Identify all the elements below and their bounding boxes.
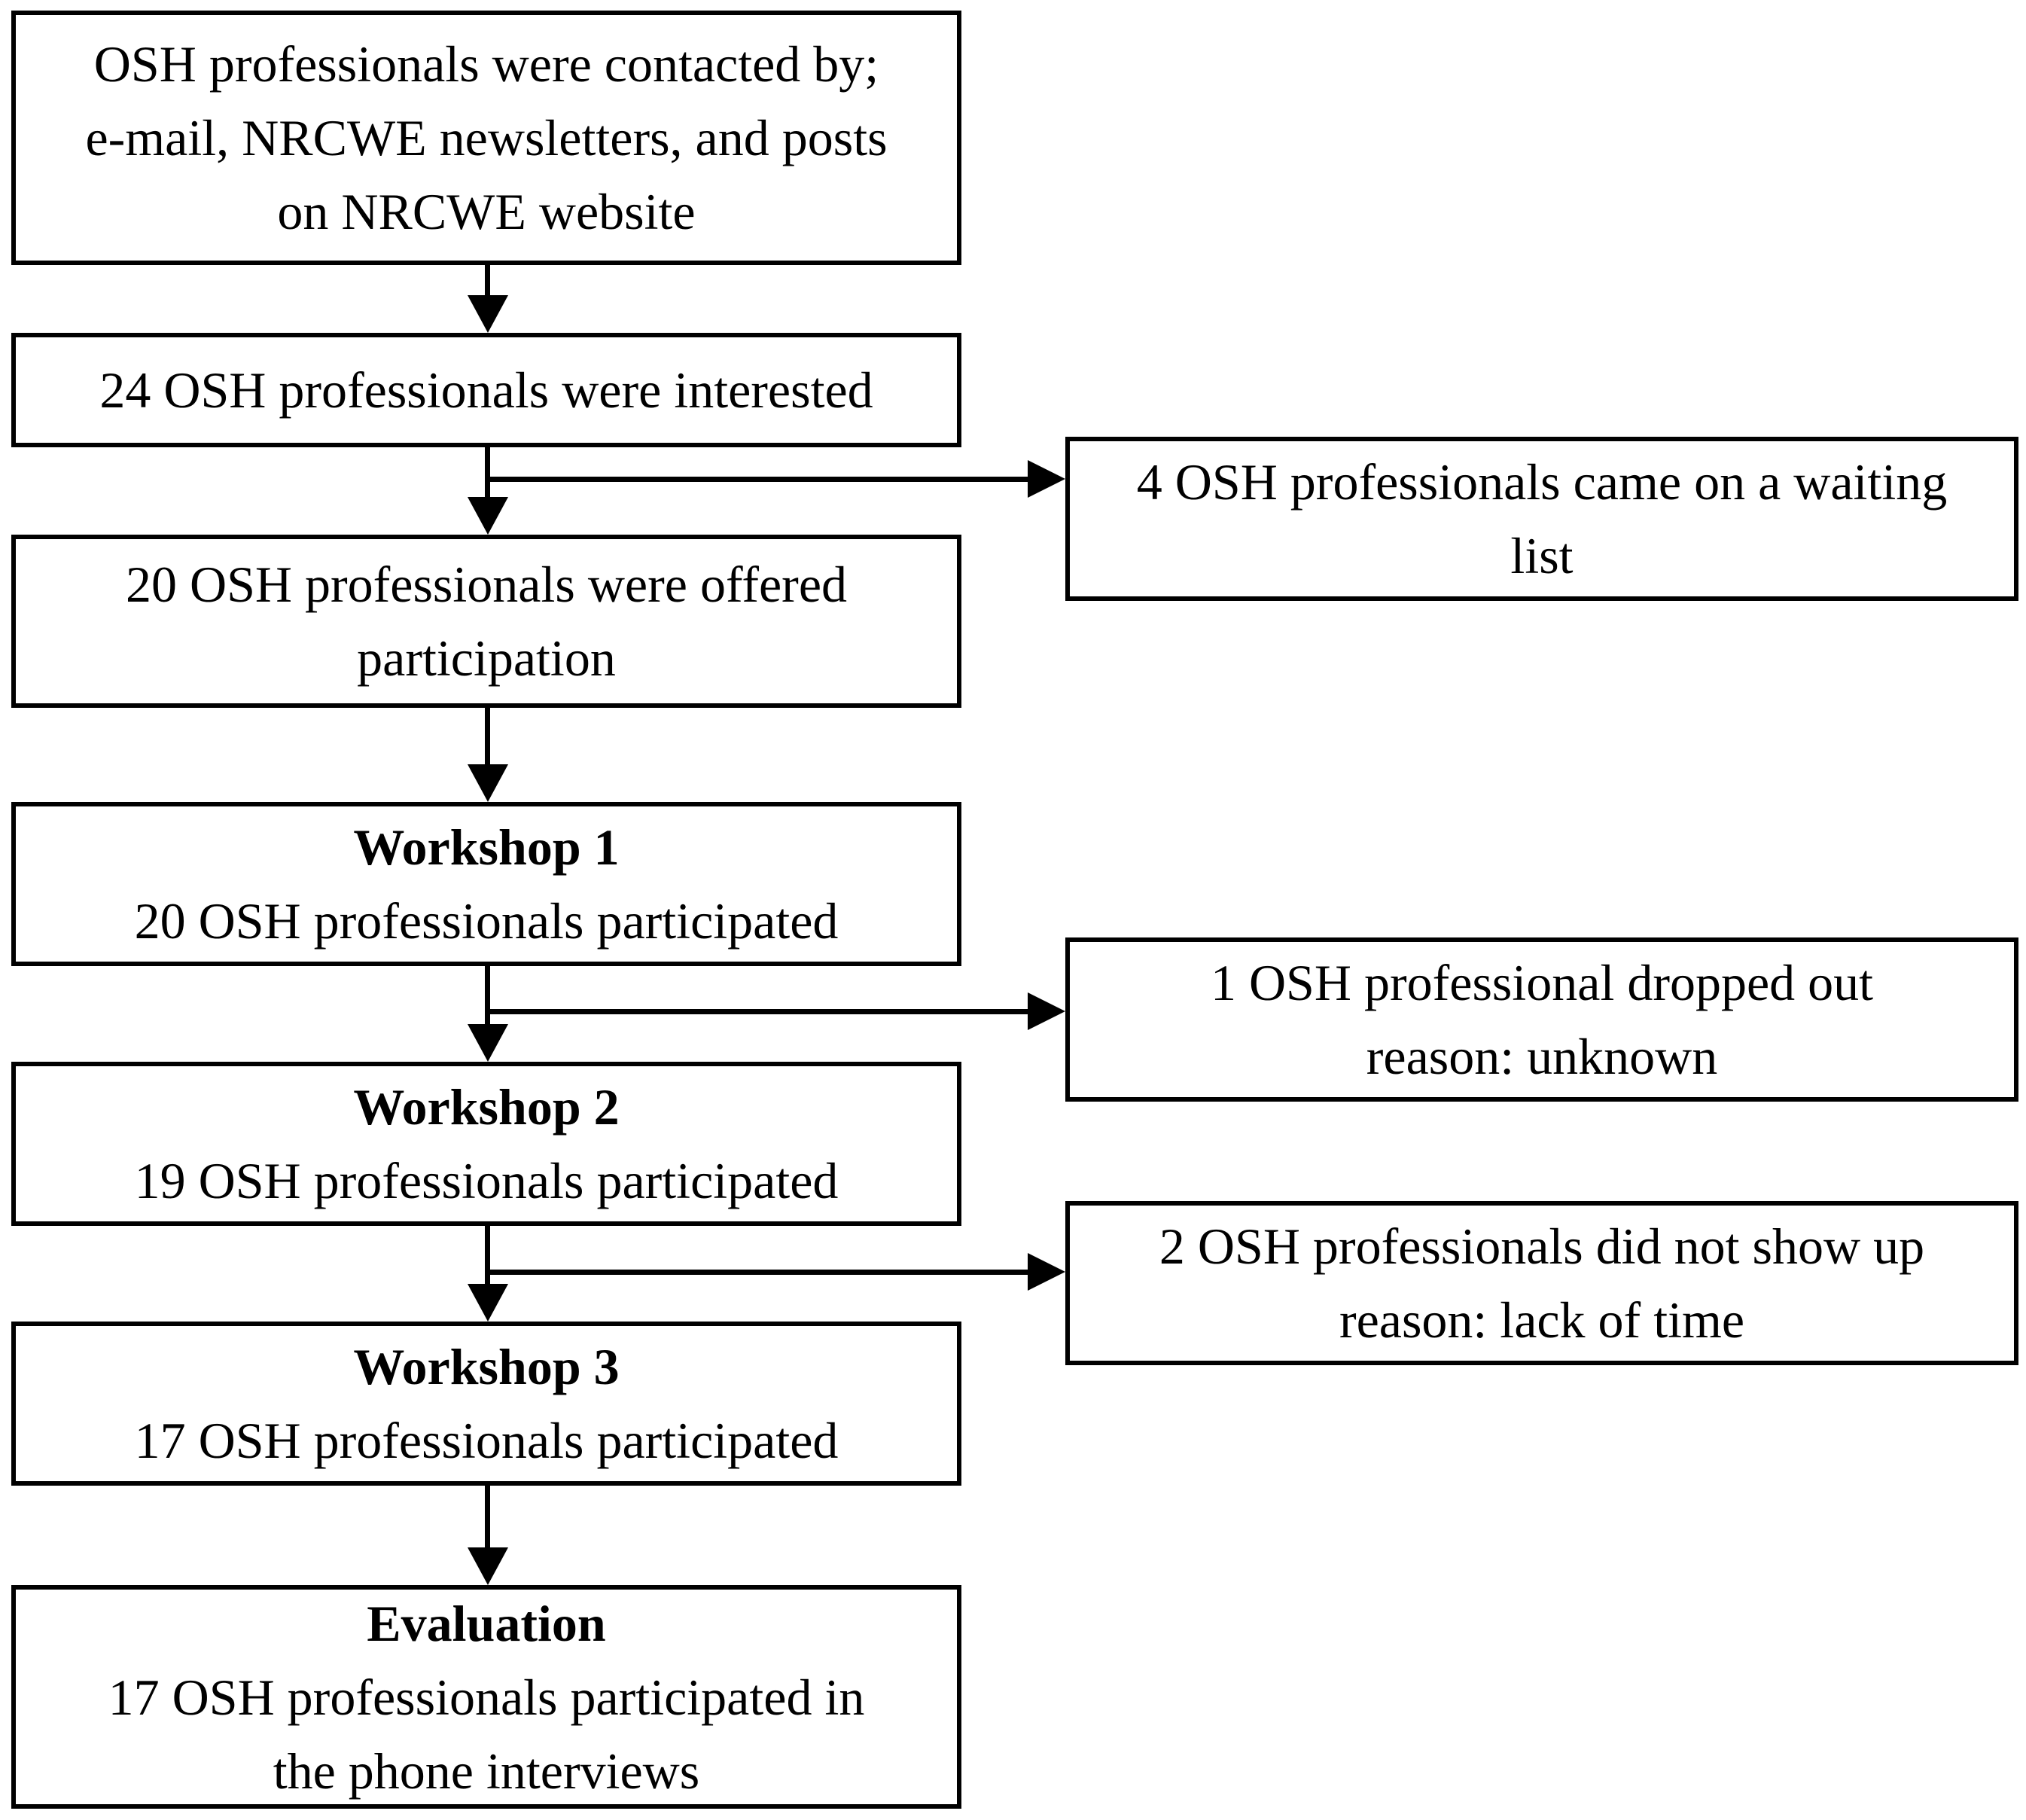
connector-line-3 [485, 708, 490, 767]
flow-box-evaluation-line1: 17 OSH professionals participated in [108, 1668, 865, 1726]
branch-line-waiting-list [485, 477, 1029, 482]
flow-box-workshop1-line1: 20 OSH professionals participated [134, 892, 839, 950]
flow-box-contacted-line2: e-mail, NRCWE newsletters, and posts [85, 109, 888, 166]
connector-line-4 [485, 966, 490, 1027]
flow-box-offered: 20 OSH professionals were offered partic… [11, 535, 961, 708]
side-box-waiting-list: 4 OSH professionals came on a waiting li… [1065, 437, 2018, 601]
connector-line-5 [485, 1226, 490, 1287]
side-box-dropped-out: 1 OSH professional dropped out reason: u… [1065, 937, 2018, 1102]
flow-box-evaluation-title: Evaluation [367, 1594, 606, 1652]
arrowhead-down-2-icon [468, 497, 508, 535]
side-box-no-show-line2: reason: lack of time [1339, 1291, 1745, 1349]
arrowhead-down-6-icon [468, 1547, 508, 1585]
flow-box-workshop1-title: Workshop 1 [353, 819, 620, 876]
flow-box-interested: 24 OSH professionals were interested [11, 333, 961, 447]
side-box-dropped-out-line1: 1 OSH professional dropped out [1210, 954, 1874, 1011]
flow-box-interested-line1: 24 OSH professionals were interested [99, 361, 873, 419]
arrowhead-down-1-icon [468, 295, 508, 333]
flow-box-workshop2: Workshop 2 19 OSH professionals particip… [11, 1062, 961, 1226]
flow-box-workshop1: Workshop 1 20 OSH professionals particip… [11, 802, 961, 966]
flow-box-evaluation-line2: the phone interviews [273, 1742, 700, 1800]
arrowhead-right-waiting-list-icon [1028, 460, 1065, 498]
branch-line-dropped-out [485, 1009, 1029, 1014]
flow-box-offered-line2: participation [357, 630, 616, 687]
connector-line-2 [485, 447, 490, 500]
flow-box-workshop2-line1: 19 OSH professionals participated [134, 1152, 839, 1209]
arrowhead-down-3-icon [468, 764, 508, 802]
connector-line-6 [485, 1486, 490, 1550]
flow-box-workshop2-title: Workshop 2 [353, 1078, 620, 1136]
side-box-waiting-list-line1: 4 OSH professionals came on a waiting [1136, 453, 1948, 511]
flow-box-workshop3-line1: 17 OSH professionals participated [134, 1412, 839, 1469]
connector-line-1 [485, 265, 490, 298]
arrowhead-right-dropped-out-icon [1028, 992, 1065, 1030]
side-box-waiting-list-line2: list [1510, 527, 1574, 584]
flow-box-evaluation: Evaluation 17 OSH professionals particip… [11, 1585, 961, 1809]
flow-box-contacted-line3: on NRCWE website [277, 183, 696, 240]
flow-box-workshop3: Workshop 3 17 OSH professionals particip… [11, 1322, 961, 1486]
arrowhead-right-no-show-icon [1028, 1253, 1065, 1291]
flow-box-contacted-line1: OSH professionals were contacted by; [93, 35, 879, 93]
side-box-no-show-line1: 2 OSH professionals did not show up [1159, 1218, 1925, 1275]
branch-line-no-show [485, 1270, 1029, 1275]
flow-box-offered-line1: 20 OSH professionals were offered [125, 556, 848, 613]
arrowhead-down-5-icon [468, 1284, 508, 1322]
side-box-dropped-out-line2: reason: unknown [1366, 1028, 1718, 1085]
arrowhead-down-4-icon [468, 1024, 508, 1062]
flow-box-contacted: OSH professionals were contacted by; e-m… [11, 11, 961, 265]
flow-box-workshop3-title: Workshop 3 [353, 1338, 620, 1395]
side-box-no-show: 2 OSH professionals did not show up reas… [1065, 1201, 2018, 1365]
